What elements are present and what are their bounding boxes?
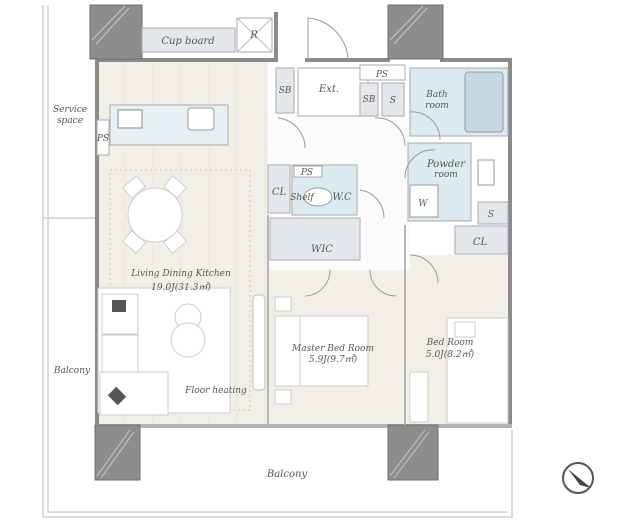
doors bbox=[277, 111, 441, 297]
washbasin-icon bbox=[477, 159, 495, 186]
powder-room-label: Powder bbox=[426, 159, 466, 170]
floor-heating-label: Floor heating bbox=[184, 386, 247, 396]
pillar-hatching bbox=[91, 5, 430, 479]
shoe-box-label: SB bbox=[363, 95, 376, 105]
ps-kitchen-box bbox=[96, 119, 110, 156]
washer-icon bbox=[409, 184, 439, 218]
sliding-door bbox=[252, 294, 266, 391]
bathroom-label: room bbox=[425, 101, 449, 111]
sink-icon bbox=[187, 107, 215, 131]
refrigerator-label: R bbox=[249, 30, 258, 41]
closet-label: CL bbox=[272, 187, 287, 198]
entrance-label: Ext. bbox=[318, 84, 339, 95]
side-balcony-label: Balcony bbox=[53, 366, 91, 376]
wc-label: W.C bbox=[332, 192, 352, 203]
closet-label: CL bbox=[473, 237, 488, 248]
storage-label: S bbox=[390, 96, 396, 106]
shoe-box-label: SB bbox=[279, 86, 292, 96]
armchair-icon bbox=[107, 386, 127, 406]
closet-left bbox=[267, 164, 291, 214]
bathroom-label: Bath bbox=[425, 90, 447, 100]
bedroom-area: 5.0J(8.2㎡) bbox=[426, 349, 475, 360]
bed-icon bbox=[409, 317, 509, 424]
ldk-area: 19.0J(31.3㎡) bbox=[151, 282, 211, 293]
powder-room bbox=[407, 142, 472, 222]
storage-s-top bbox=[381, 82, 405, 117]
shoe-box-right bbox=[359, 82, 379, 117]
master-bedroom-label: Master Bed Room bbox=[291, 344, 374, 354]
bedroom-label: Bed Room bbox=[426, 338, 474, 348]
washer-label: W bbox=[418, 199, 428, 209]
dining-table-icon bbox=[121, 175, 188, 254]
ps-top-box bbox=[359, 64, 406, 81]
main-balcony-label: Balcony bbox=[266, 469, 308, 480]
wic-room bbox=[269, 217, 361, 261]
service-space-label: Service bbox=[53, 105, 87, 115]
ps-label: PS bbox=[300, 168, 313, 178]
balcony-outline bbox=[42, 5, 513, 518]
armchair-icon bbox=[112, 300, 126, 312]
storage-label: S bbox=[488, 210, 494, 220]
ps-wc-box bbox=[293, 165, 323, 178]
refrigerator bbox=[236, 17, 273, 53]
master-bedroom-area: 5.9J(9.7㎡) bbox=[309, 354, 358, 365]
bathtub-icon bbox=[464, 71, 504, 133]
service-space-label: space bbox=[57, 116, 83, 126]
shelf-label: Shelf bbox=[290, 193, 315, 203]
stove-icon bbox=[117, 109, 143, 129]
powder-room-label: room bbox=[434, 170, 458, 180]
closet-right bbox=[454, 225, 509, 255]
storage-s-right bbox=[477, 201, 509, 225]
toilet-icon bbox=[303, 187, 333, 207]
bed-icon bbox=[274, 296, 369, 405]
cupboard-label: Cup board bbox=[161, 36, 214, 47]
wic-label: WIC bbox=[311, 244, 333, 255]
ldk-label: Living Dining Kitchen bbox=[130, 269, 231, 279]
ps-label: PS bbox=[375, 70, 388, 80]
shoe-box-left bbox=[275, 67, 295, 114]
ps-label: PS bbox=[96, 134, 109, 144]
entrance-door bbox=[307, 17, 349, 63]
north-arrow-icon bbox=[562, 462, 594, 494]
cupboard bbox=[141, 27, 236, 53]
